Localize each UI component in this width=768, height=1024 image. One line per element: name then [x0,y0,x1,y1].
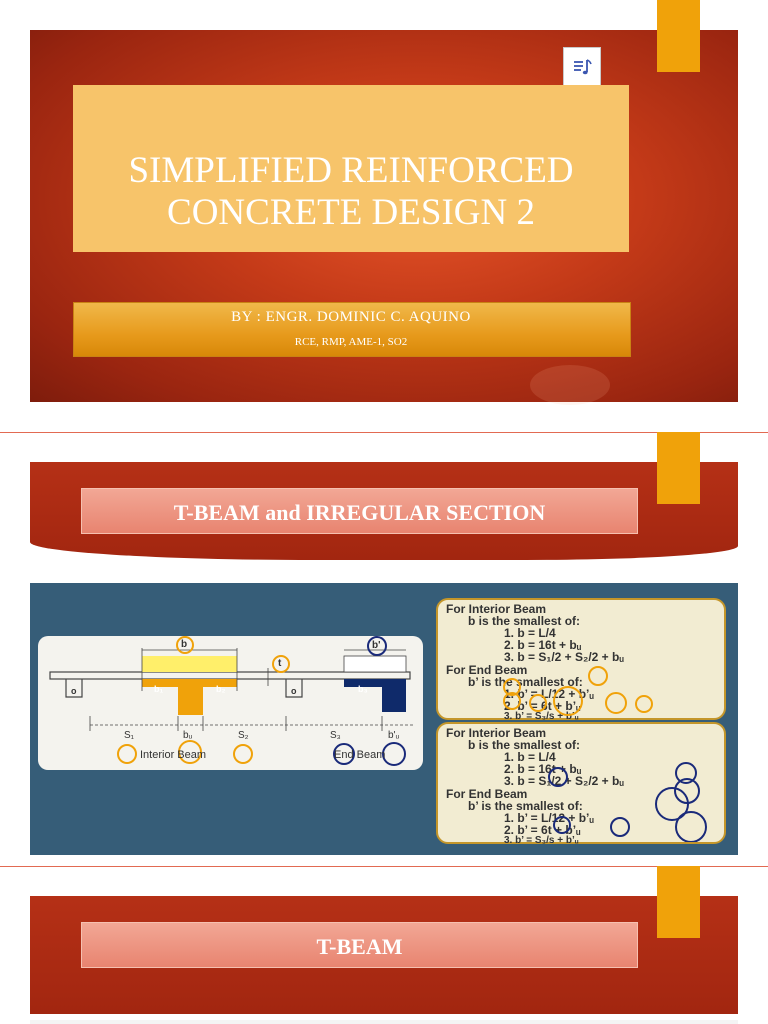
label-s3: S₃ [330,730,341,741]
label-bw-prime: b'ᵤ [388,730,400,741]
tbeam-banner: T-BEAM [81,922,638,968]
tbeam-diagram [49,636,413,766]
title-line-2: CONCRETE DESIGN 2 [167,192,535,233]
slide-separator [0,866,768,867]
label-b1: b₁ [154,684,164,694]
formula-heading-interior: For Interior Beam [446,602,547,616]
formula-line: 1. b’ = L/12 + b’ᵤ [504,811,594,825]
formula-card-bottom: For Interior Beam b is the smallest of: … [436,722,726,846]
title-box [73,85,629,252]
slide1-highlight [530,365,610,405]
formula-line: 3. b’ = S₃/s + b’ᵤ [504,835,579,846]
formula-line: b is the smallest of: [468,614,581,628]
formula-line: 2. b = 16t + bᵤ [504,638,582,652]
label-b3: b₃ [358,684,368,694]
audio-button[interactable] [563,47,601,87]
tbeam-diagram-panel: b b' t b₁ b₂ b₃ o o S₁ bᵤ S₂ S₃ b'ᵤ Inte… [38,636,423,770]
formula-heading-end: For End Beam [446,663,528,677]
formula-line: b’ is the smallest of: [468,799,583,813]
audio-music-icon [574,59,592,75]
label-t: t [278,658,282,669]
formula-line: b is the smallest of: [468,738,581,752]
orange-tab-slide3 [657,866,700,938]
label-bw: bᵤ [183,730,193,741]
section-banner: T-BEAM and IRREGULAR SECTION [81,488,638,534]
label-s1: S₁ [124,730,135,741]
label-o-right: o [291,686,297,696]
author-name: BY : ENGR. DOMINIC C. AQUINO [231,309,471,325]
author-credentials: RCE, RMP, AME-1, SO2 [294,336,408,348]
formula-line: 3. b’ = S₃/s + b’ᵤ [504,711,579,722]
author-box [73,302,631,357]
formula-heading-interior: For Interior Beam [446,726,547,740]
formula-line: 3. b = S₁/2 + S₂/2 + bᵤ [504,774,624,788]
formula-card-top: For Interior Beam b is the smallest of: … [436,598,726,722]
label-b2: b₂ [216,684,226,694]
slide-title: SIMPLIFIED REINFORCED CONCRETE DESIGN 2 [73,150,629,234]
label-s2: S₂ [238,730,249,741]
orange-tab-slide1 [657,0,700,72]
formula-line: 1. b’ = L/12 + b’ᵤ [504,687,594,701]
caption-interior-beam: Interior Beam [140,749,207,761]
slide-separator [0,432,768,433]
formula-line: 1. b = L/4 [504,750,556,764]
slide3-bottom-strip [30,1020,738,1024]
formula-line: 3. b = S₁/2 + S₂/2 + bᵤ [504,650,624,664]
formula-line: b’ is the smallest of: [468,675,583,689]
annotation-circles-bottom [548,762,707,842]
formula-heading-end: For End Beam [446,787,528,801]
title-line-1: SIMPLIFIED REINFORCED [128,150,574,191]
orange-tab-slide2 [657,432,700,504]
label-o-left: o [71,686,77,696]
formula-line: 1. b = L/4 [504,626,556,640]
label-b-prime: b' [372,640,381,651]
label-b: b [181,639,188,650]
formula-line: 2. b = 16t + bᵤ [504,762,582,776]
formula-line: 2. b’ = 6t + b’ᵤ [504,699,581,713]
annotation-circles-top [503,666,653,716]
caption-end-beam: End Beam [334,749,386,761]
